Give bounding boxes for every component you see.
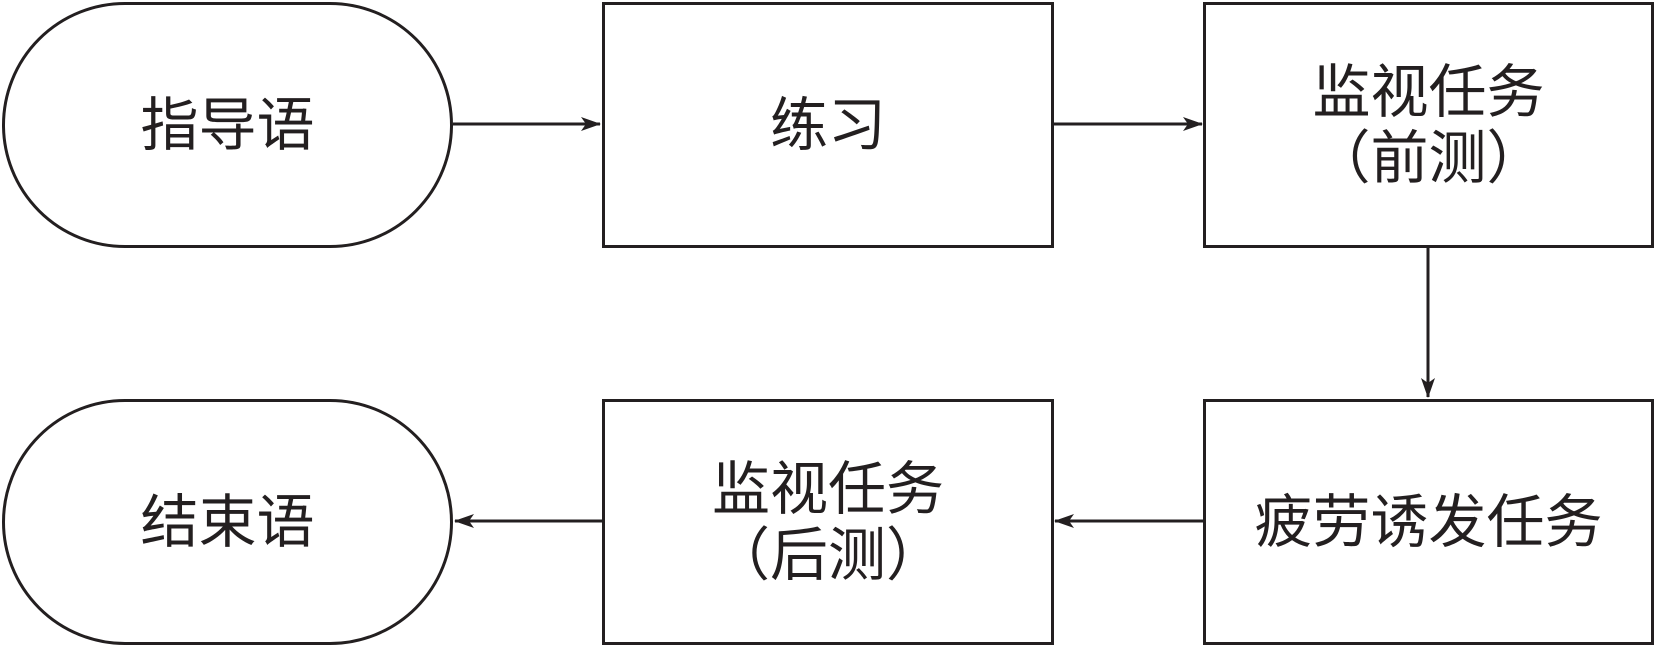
end-node-label: 结束语 [140,488,315,556]
fatigue-node-label: 疲劳诱发任务 [1254,488,1603,556]
pretest-node-title: 监视任务 [1312,58,1545,126]
start-node-label: 指导语 [140,91,315,159]
fatigue-node: 疲劳诱发任务 [1203,399,1654,645]
practice-node: 练习 [602,2,1054,248]
posttest-node: 监视任务 （后测） [602,399,1054,645]
pretest-node: 监视任务 （前测） [1203,2,1654,248]
posttest-node-subtitle: （后测） [711,521,944,589]
practice-node-label: 练习 [769,91,886,159]
end-node: 结束语 [2,399,453,645]
start-node: 指导语 [2,2,453,248]
posttest-node-title: 监视任务 [711,455,944,523]
pretest-node-subtitle: （前测） [1312,124,1545,192]
